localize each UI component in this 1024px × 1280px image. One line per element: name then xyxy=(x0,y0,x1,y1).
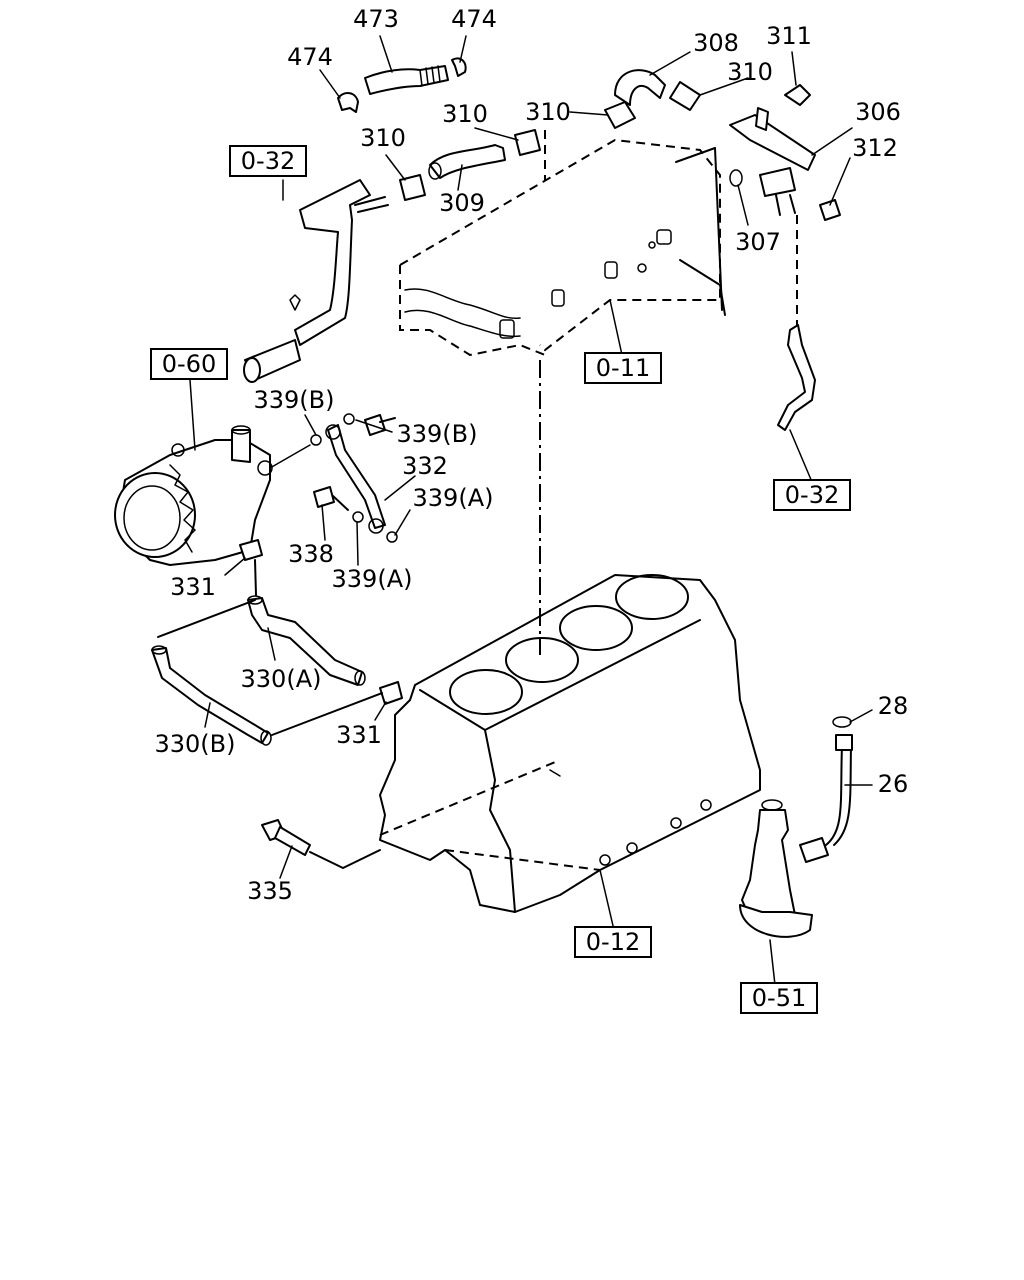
oil-pipe-332 xyxy=(310,413,398,543)
ref-label-0-51: 0-51 xyxy=(752,984,806,1012)
label-306: 306 xyxy=(855,98,901,126)
ref-box-0-11[interactable]: 0-11 xyxy=(584,352,662,384)
label-311: 311 xyxy=(766,22,812,50)
ref-label-0-11: 0-11 xyxy=(596,354,650,382)
label-310-top-right: 310 xyxy=(727,58,773,86)
label-339A-bottom: 339(A) xyxy=(332,565,413,593)
label-310-mid: 310 xyxy=(442,100,488,128)
hose-309 xyxy=(399,129,541,201)
label-312: 312 xyxy=(852,134,898,162)
ref-box-0-32-right[interactable]: 0-32 xyxy=(773,479,851,511)
ref-label-0-12: 0-12 xyxy=(586,928,640,956)
label-474-left: 474 xyxy=(287,43,333,71)
label-310-left: 310 xyxy=(360,124,406,152)
cylinder-block xyxy=(379,574,761,913)
label-339B-top: 339(B) xyxy=(254,386,335,414)
vacuum-pump xyxy=(114,425,311,566)
label-339A-right: 339(A) xyxy=(413,484,494,512)
label-309: 309 xyxy=(439,189,485,217)
coolant-pipe-right xyxy=(777,215,816,431)
hose-473 xyxy=(337,57,467,113)
label-26: 26 xyxy=(878,770,909,798)
label-330A: 330(A) xyxy=(241,665,322,693)
leader-lines xyxy=(189,35,873,986)
ref-label-0-32-right: 0-32 xyxy=(785,481,839,509)
coolant-pipe-306 xyxy=(729,84,841,221)
bolt-335 xyxy=(261,819,381,869)
label-308: 308 xyxy=(693,29,739,57)
label-331-left: 331 xyxy=(170,573,216,601)
part-labels: 473 474 474 308 311 310 310 310 310 306 … xyxy=(155,5,909,905)
label-338: 338 xyxy=(288,540,334,568)
label-330B: 330(B) xyxy=(155,730,236,758)
ref-label-0-60: 0-60 xyxy=(162,350,216,378)
cylinder-head xyxy=(399,130,726,357)
ref-box-0-51[interactable]: 0-51 xyxy=(740,982,818,1014)
label-474-right: 474 xyxy=(451,5,497,33)
label-307: 307 xyxy=(735,228,781,256)
label-310-center: 310 xyxy=(525,98,571,126)
oil-filler xyxy=(739,716,853,938)
hose-308 xyxy=(604,69,701,129)
hoses-330 xyxy=(151,539,403,746)
label-335: 335 xyxy=(247,877,293,905)
ref-box-0-32-top[interactable]: 0-32 xyxy=(229,145,307,177)
coolant-pipe-left xyxy=(243,179,389,383)
label-331-right: 331 xyxy=(336,721,382,749)
label-332: 332 xyxy=(402,452,448,480)
label-473: 473 xyxy=(353,5,399,33)
ref-box-0-12[interactable]: 0-12 xyxy=(574,926,652,958)
label-28: 28 xyxy=(878,692,909,720)
ref-box-0-60[interactable]: 0-60 xyxy=(150,348,228,380)
ref-label-0-32-top: 0-32 xyxy=(241,147,295,175)
label-339B-right: 339(B) xyxy=(397,420,478,448)
